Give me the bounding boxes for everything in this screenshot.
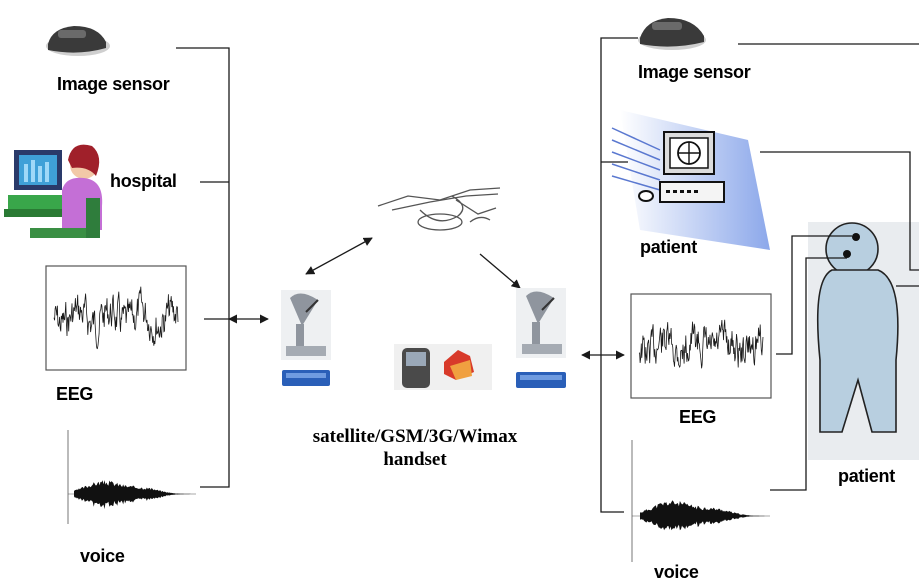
left-voice-label: voice — [80, 546, 125, 566]
downlink-arrow-right — [479, 253, 521, 289]
eeg-plot-left — [45, 265, 187, 371]
patient-body-figure — [808, 222, 919, 460]
left-connector-lines — [176, 47, 269, 488]
right-eeg-label: EEG — [679, 407, 717, 427]
left-eeg-label: EEG — [56, 384, 94, 404]
patient-computer-icon — [611, 110, 770, 250]
network-label: satellite/GSM/3G/Wimax — [312, 426, 518, 447]
satellite-dish-right-icon — [516, 288, 566, 358]
right-patient-body-label: patient — [838, 466, 895, 486]
satellite-icon — [377, 187, 501, 231]
modem-right-icon — [516, 372, 566, 388]
voice-waveform-right — [631, 440, 770, 562]
right-connector-lines — [600, 37, 919, 513]
handset-label: handset — [383, 449, 447, 470]
satellite-dish-left-icon — [281, 290, 331, 360]
uplink-arrow-left — [305, 237, 373, 275]
modem-left-icon — [282, 370, 330, 386]
right-image-sensor-label: Image sensor — [638, 62, 751, 82]
right-patient-computer-label: patient — [640, 237, 697, 257]
right-voice-label: voice — [654, 562, 699, 582]
left-image-sensor-label: Image sensor — [57, 74, 170, 94]
eeg-plot-right — [630, 293, 772, 399]
hospital-worker-icon — [4, 144, 103, 238]
left-hospital-label: hospital — [110, 171, 177, 191]
handset-phones-icon — [394, 344, 492, 390]
voice-waveform-left — [67, 430, 196, 524]
image-sensor-icon — [46, 26, 110, 56]
image-sensor-right-icon — [638, 18, 706, 50]
